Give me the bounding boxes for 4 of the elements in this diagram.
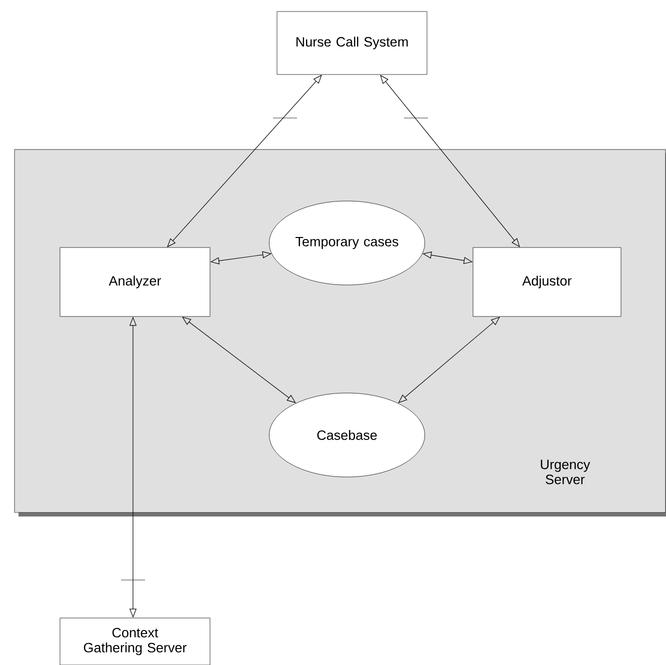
process-box: Adjustor bbox=[472, 247, 622, 317]
process-box: Context Gathering Server bbox=[60, 618, 210, 665]
process-box: Nurse Call System bbox=[276, 11, 428, 75]
process-box: Analyzer bbox=[60, 247, 210, 317]
